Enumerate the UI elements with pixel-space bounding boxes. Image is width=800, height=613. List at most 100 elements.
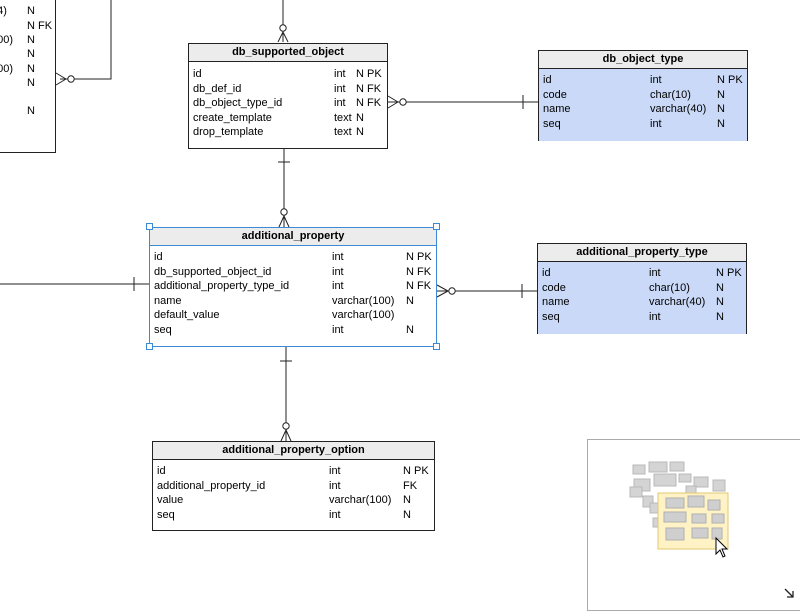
column-name: additional_property_type_id: [154, 280, 290, 292]
selection-handle-top-left[interactable]: [146, 223, 153, 230]
selection-handle-top-right[interactable]: [433, 223, 440, 230]
column-name: id: [542, 267, 551, 279]
column-type-fragment: 54): [0, 5, 7, 18]
minimap-panel[interactable]: [587, 439, 800, 611]
table-row[interactable]: N: [0, 76, 55, 90]
column-flags: N FK: [356, 97, 382, 109]
table-row[interactable]: N FK: [0, 19, 55, 33]
column-type: int: [649, 310, 661, 323]
column-flags: N: [27, 76, 35, 89]
column-flags: N: [356, 126, 364, 138]
column-name: code: [543, 88, 567, 101]
table-row[interactable]: N PK: [0, 0, 55, 4]
selection-handle-bottom-right[interactable]: [433, 343, 440, 350]
column-type: varchar(100): [332, 294, 395, 307]
column-name: default_value: [154, 309, 220, 321]
column-type: int: [332, 280, 344, 292]
column-flags: N FK: [27, 19, 53, 32]
column-type: varchar(40): [650, 103, 707, 115]
column-flags: N: [403, 508, 411, 521]
column-name: id: [193, 68, 202, 80]
table-row[interactable]: p: [0, 90, 55, 104]
column-name: drop_template: [193, 126, 264, 138]
table-row[interactable]: seq int N: [538, 310, 746, 324]
column-flags: N PK: [717, 74, 743, 86]
column-name: seq: [542, 310, 560, 323]
column-flags: N: [716, 310, 724, 323]
column-flags: N: [27, 105, 35, 118]
column-type: int: [334, 97, 346, 109]
entity-left-partial[interactable]: N PK54)NN FK100)NpN100)NNppN: [0, 0, 56, 153]
table-row[interactable]: 100)N: [0, 62, 55, 76]
table-row[interactable]: db_object_type_id int N FK: [189, 96, 387, 110]
column-type: int: [650, 117, 662, 130]
column-flags: N: [717, 103, 725, 115]
column-type: int: [650, 74, 662, 86]
table-row[interactable]: 100)N: [0, 33, 55, 47]
column-flags: N: [716, 281, 724, 294]
column-flags: N: [406, 323, 414, 336]
column-flags: N: [27, 48, 35, 61]
table-row[interactable]: name varchar(40) N: [539, 102, 747, 116]
column-name: db_object_type_id: [193, 97, 283, 109]
relationship-lines: [0, 0, 538, 442]
column-flags: N PK: [403, 465, 429, 477]
column-name: name: [543, 103, 571, 115]
entity-title: additional_property_option: [153, 442, 434, 460]
table-row[interactable]: pN: [0, 47, 55, 61]
column-name: db_def_id: [193, 82, 242, 95]
column-type: int: [332, 265, 344, 278]
column-type: int: [334, 82, 346, 95]
column-flags: N PK: [716, 267, 742, 279]
column-type: int: [649, 267, 661, 279]
table-row[interactable]: 54)N: [0, 4, 55, 18]
table-row[interactable]: db_def_id int N FK: [189, 82, 387, 96]
entity-title: additional_property: [150, 228, 436, 246]
column-flags: N PK: [27, 0, 53, 4]
column-type: int: [332, 251, 344, 263]
selection-handle-bottom-left[interactable]: [146, 343, 153, 350]
table-row[interactable]: id int N PK: [538, 266, 746, 280]
column-flags: FK: [403, 479, 418, 492]
column-name: name: [154, 294, 182, 307]
minimap-preview: [629, 461, 794, 598]
column-name: id: [157, 465, 166, 477]
column-name: create_template: [193, 111, 272, 124]
column-flags: N FK: [406, 265, 432, 278]
table-row[interactable]: name varchar(100) N: [150, 294, 436, 308]
table-row[interactable]: id int N PK: [539, 73, 747, 87]
column-flags: N: [406, 294, 414, 307]
entity-title: additional_property_type: [538, 244, 746, 262]
resize-corner-icon: [784, 588, 794, 598]
column-flags: N FK: [356, 82, 382, 95]
table-row[interactable]: pN: [0, 104, 55, 118]
column-name: name: [542, 296, 570, 308]
column-name: id: [543, 74, 552, 86]
column-flags: N: [403, 494, 411, 506]
column-type: int: [329, 508, 341, 521]
column-type: int: [332, 323, 344, 336]
column-name: code: [542, 281, 566, 294]
column-type: char(10): [650, 88, 691, 101]
